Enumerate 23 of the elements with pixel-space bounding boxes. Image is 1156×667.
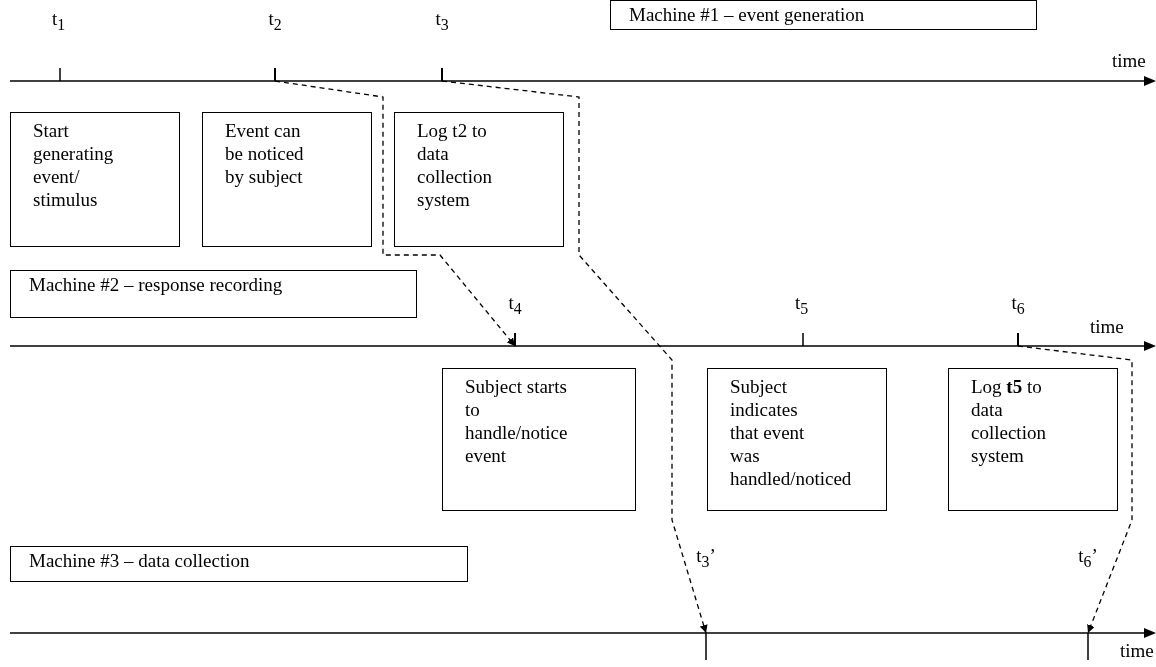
axis-label: time bbox=[1090, 316, 1124, 338]
title-box: Machine #3 – data collection bbox=[10, 546, 468, 582]
dashed-arrow bbox=[441, 80, 708, 634]
tick-label: t$_{3}$’ bbox=[695, 545, 717, 572]
step-box: Log t5 to data collection system bbox=[948, 368, 1118, 511]
dashed-arrow bbox=[274, 80, 516, 347]
title-box: Machine #2 – response recording bbox=[10, 270, 417, 318]
tick-label: t$_{3}$ bbox=[434, 8, 450, 35]
tick-label: t$_{6}$ bbox=[1010, 292, 1026, 319]
step-box: Start generating event/ stimulus bbox=[10, 112, 180, 247]
step-box: Log t2 to data collection system bbox=[394, 112, 564, 247]
tick-label: t$_{4}$ bbox=[507, 292, 523, 319]
tick-label: t$_{1}$ bbox=[52, 8, 66, 35]
tick-label: t$_{5}$ bbox=[795, 292, 809, 319]
tick-label: t$_{6}$’ bbox=[1077, 545, 1099, 572]
tick-label: t$_{2}$ bbox=[267, 8, 283, 35]
step-box: Subject indicates that event was handled/noticed bbox=[707, 368, 887, 511]
dashed-arrow bbox=[1017, 345, 1133, 634]
title-box: Machine #1 – event generation bbox=[610, 0, 1037, 30]
axis-label: time bbox=[1112, 50, 1146, 72]
step-box: Subject starts to handle/notice event bbox=[442, 368, 636, 511]
axis-label: time bbox=[1120, 640, 1154, 662]
step-box: Event can be noticed by subject bbox=[202, 112, 372, 247]
